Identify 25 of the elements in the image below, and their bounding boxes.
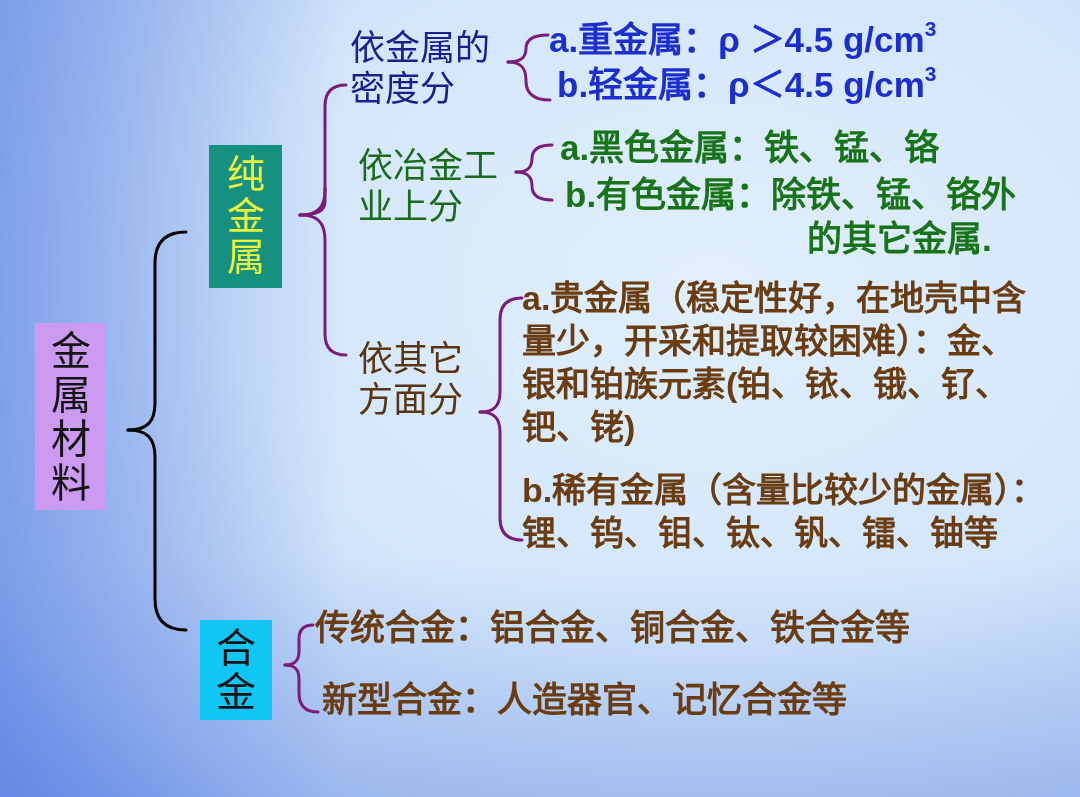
brace-line bbox=[478, 296, 524, 414]
category-label: 纯金属 bbox=[226, 153, 265, 280]
brace-line bbox=[298, 186, 327, 217]
leaf-text: b.稀有金属（含量比较少的金属）：锂、钨、钼、钛、钒、镭、铀等 bbox=[522, 469, 1070, 555]
branch-label: 依其它方面分 bbox=[358, 338, 466, 420]
category-box bbox=[35, 323, 106, 510]
brace-line bbox=[126, 230, 188, 432]
category-label: 合金 bbox=[216, 626, 256, 714]
leaf-text: 新型合金：人造器官、记忆合金等 bbox=[322, 679, 847, 721]
category-box bbox=[200, 620, 272, 720]
leaf-text: b.轻金属：ρ＜4.5 g/cm$^{3}$ bbox=[557, 64, 937, 106]
brace-line bbox=[126, 428, 188, 632]
brace-line bbox=[298, 213, 348, 357]
leaf-text: a.重金属：ρ ＞4.5 g/cm$^{3}$ bbox=[549, 19, 937, 61]
branch-label: 依冶金工业上分 bbox=[358, 145, 501, 227]
brace-line bbox=[478, 410, 524, 542]
leaf-text: b.有色金属：除铁、锰、铬外的其它金属. bbox=[565, 173, 1037, 261]
category-box bbox=[209, 145, 282, 288]
branch-label: 依金属的密度分 bbox=[350, 27, 493, 109]
leaf-text: a.黑色金属：铁、锰、铬 bbox=[560, 127, 940, 169]
brace-line bbox=[506, 33, 550, 64]
brace-line bbox=[506, 60, 552, 102]
leaf-text: 传统合金：铝合金、铜合金、铁合金等 bbox=[315, 607, 910, 649]
category-label: 金属材料 bbox=[50, 328, 91, 505]
leaf-text: a.贵金属（稳定性好，在地壳中含量少，开采和提取较困难）：金、银和铂族元素(铂、铱、锇、钌、钯、铑) bbox=[522, 277, 1038, 449]
